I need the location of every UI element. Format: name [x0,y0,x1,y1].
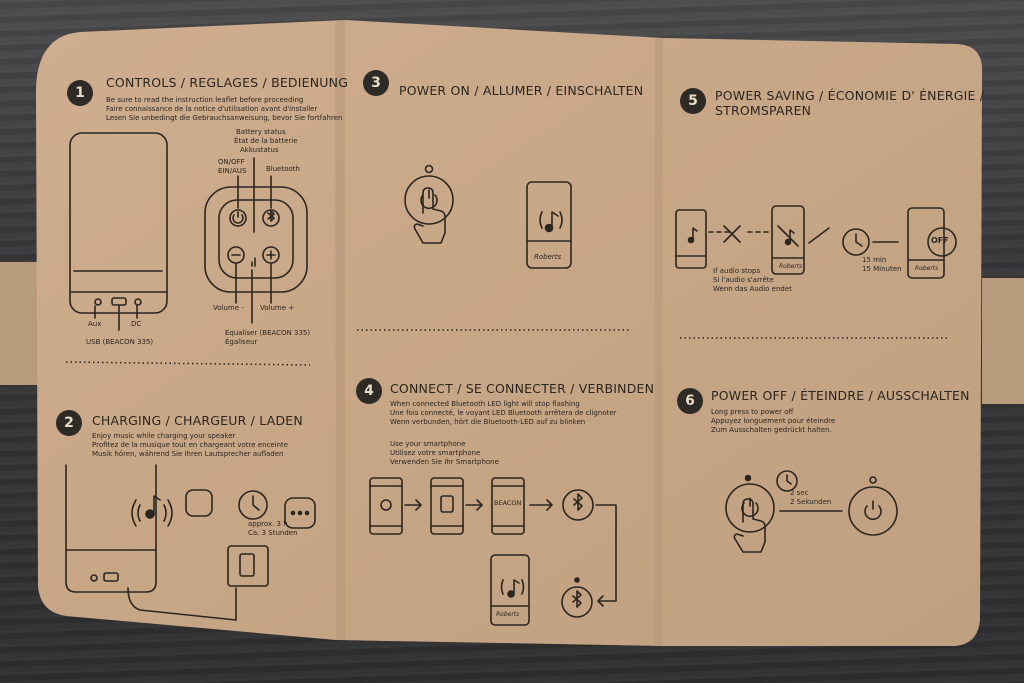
speaker-front-illustration [69,132,168,331]
label: 15 Minuten [862,265,902,273]
panel-title: CHARGING / CHARGEUR / LADEN [92,413,303,428]
note-line: Zum Ausschalten gedrückt halten. [711,426,832,434]
label: 2 Sekunden [790,498,832,506]
note-line: Verwenden Sie Ihr Smartphone [390,458,499,466]
label: 15 min [862,256,887,264]
note-line: Faire connaissance de la notice d'utilis… [106,105,318,113]
note-line: Long press to power off [711,408,794,416]
label: Volume + [260,304,295,312]
label: Volume - [213,304,244,312]
step-badge: 2 [56,410,82,436]
charging-illustration [65,464,316,621]
label: DC [131,320,142,328]
label: Ca. 3 Stunden [248,529,298,537]
note-line: Enjoy music while charging your speaker [92,432,236,440]
note-line: Utilisez votre smartphone [390,449,481,457]
leaflet-body [36,20,983,646]
right-tab [982,278,1024,404]
note-line: Profitez de la musique tout en chargeant… [92,441,289,449]
label: État de la batterie [234,137,298,145]
label: USB (BEACON 335) [86,338,154,346]
separator [65,361,311,366]
note-line: Appuyez longuement pour éteindre [711,417,836,425]
label: Bluetooth [266,165,300,173]
brand-logo: Roberts [534,253,562,261]
brand-logo: Roberts [779,263,803,270]
panel-title: POWER ON / ALLUMER / EINSCHALTEN [399,83,644,98]
panel-title: POWER OFF / ÉTEINDRE / AUSSCHALTEN [711,388,970,403]
note-line: Lesen Sie unbedingt die Gebrauchsanweisu… [106,114,343,122]
connect-illustration [369,477,617,626]
power-off-illustration [725,470,898,553]
brand-logo: Roberts [496,611,520,618]
label: Akkustatus [240,146,279,154]
label: approx. 3 h [248,520,288,528]
note-line: Use your smartphone [390,440,466,448]
label: Égaliseur [225,338,258,346]
off-label: OFF [931,236,949,245]
note-line: Musik hören, während Sie Ihren Lautsprec… [92,450,284,458]
label: ON/OFF [218,158,245,166]
note-line: When connected Bluetooth LED light will … [390,400,580,408]
note-line: Une fois connecté, le voyant LED Bluetoo… [390,409,617,417]
power-on-illustration [404,164,572,269]
label: EIN/AUS [218,167,247,175]
control-pad-illustration [204,157,308,324]
panel-title: CONTROLS / REGLAGES / BEDIENUNG [106,75,349,90]
step-badge: 3 [363,70,389,96]
step-badge: 4 [356,378,382,404]
step-badge: 5 [680,88,706,114]
step-badge: 6 [677,388,703,414]
step-badge: 1 [67,80,93,106]
label: Si l'audio s'arrête [713,276,774,284]
note-line: Be sure to read the instruction leaflet … [106,96,304,104]
label: Battery status [236,128,286,136]
panel-title: POWER SAVING / ÉCONOMIE D' ÉNERGIE / [715,88,985,103]
panel-title: STROMSPAREN [715,103,812,118]
device-name: BEACON [494,499,522,507]
power-saving-illustration [675,205,957,279]
note-line: Wenn verbunden, hört die Bluetooth-LED a… [390,418,586,426]
label: If audio stops [713,267,761,275]
label: 2 sec [790,489,809,497]
brand-logo: Roberts [915,265,939,272]
left-tab [0,262,44,385]
label: Aux [88,320,102,328]
label: Equaliser (BEACON 335) [225,329,311,337]
panel-title: CONNECT / SE CONNECTER / VERBINDEN [390,381,655,396]
label: Wenn das Audio endet [713,285,792,293]
